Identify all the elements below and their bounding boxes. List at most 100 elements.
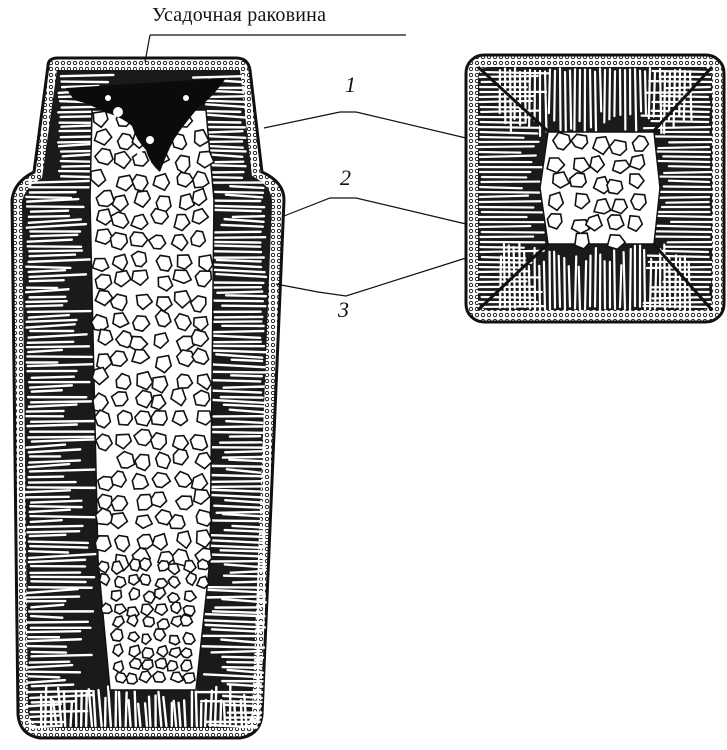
dendrite-streak xyxy=(690,71,691,120)
dendrite-streak xyxy=(27,424,76,426)
dendrite-streak xyxy=(193,76,243,77)
dendrite-streak xyxy=(648,256,709,257)
dendrite-streak xyxy=(58,142,94,143)
dendrite-streak xyxy=(30,662,69,663)
dendrite-streak xyxy=(525,71,526,123)
dendrite-streak xyxy=(205,700,206,726)
dendrite-streak xyxy=(504,244,505,307)
grain-cell xyxy=(155,658,167,668)
dendrite-streak xyxy=(509,245,510,309)
dendrite-streak xyxy=(32,652,66,653)
dendrite-streak xyxy=(575,256,576,308)
grain-cell xyxy=(171,602,181,614)
dendrite-streak xyxy=(519,243,520,307)
dendrite-streak xyxy=(480,247,524,248)
dendrite-streak xyxy=(595,248,596,307)
grain-cell xyxy=(135,455,150,471)
grain-cell xyxy=(608,215,624,230)
grain-cell xyxy=(115,576,126,587)
grain-cell xyxy=(118,411,133,426)
dendrite-streak xyxy=(27,631,80,632)
grain-cell xyxy=(196,510,211,526)
dendrite-streak xyxy=(26,301,66,302)
grain-cell xyxy=(93,259,109,272)
dendrite-streak xyxy=(645,71,646,113)
dendrite-streak xyxy=(210,691,212,726)
dendrite-streak xyxy=(204,481,262,482)
dendrite-streak xyxy=(480,132,537,133)
dendrite-streak xyxy=(564,258,565,309)
dendrite-streak xyxy=(212,651,260,652)
dendrite-streak xyxy=(481,122,524,123)
dendrite-streak xyxy=(29,482,76,483)
dendrite-streak xyxy=(233,216,264,217)
dendrite-streak xyxy=(674,70,675,127)
dendrite-streak xyxy=(656,161,709,162)
grain-cell xyxy=(126,673,137,684)
dendrite-streak xyxy=(28,311,91,312)
dendrite-streak xyxy=(29,587,92,588)
dendrite-streak xyxy=(29,676,59,677)
dendrite-streak xyxy=(135,687,136,726)
dendrite-streak xyxy=(480,187,522,188)
dendrite-streak xyxy=(658,147,708,148)
dendrite-streak xyxy=(565,72,566,133)
dendrite-streak xyxy=(215,192,263,193)
dendrite-streak xyxy=(149,697,150,726)
dendrite-streak xyxy=(32,377,74,378)
dendrite-streak xyxy=(600,69,601,112)
dendrite-streak xyxy=(61,125,92,126)
dendrite-streak xyxy=(28,526,83,527)
dendrite-streak xyxy=(654,71,655,117)
dendrite-streak xyxy=(213,611,260,613)
zone-2-label: 2 xyxy=(340,165,351,191)
dendrite-streak xyxy=(559,256,560,307)
dendrite-streak xyxy=(224,576,263,577)
ingot-cross-section xyxy=(466,55,724,322)
dendrite-streak xyxy=(650,259,651,309)
dendrite-streak xyxy=(241,700,242,726)
dendrite-streak xyxy=(656,226,710,227)
dendrite-streak xyxy=(30,516,97,517)
grain-cell xyxy=(181,615,193,626)
dendrite-streak xyxy=(590,256,591,307)
dendrite-streak xyxy=(545,71,546,131)
dendrite-streak xyxy=(554,71,555,121)
dendrite-streak xyxy=(217,292,262,293)
dendrite-streak xyxy=(31,655,91,656)
dendrite-streak xyxy=(630,249,631,309)
grain-cell xyxy=(198,559,209,569)
dendrite-streak xyxy=(510,70,511,133)
dendrite-streak xyxy=(30,297,66,298)
dendrite-streak xyxy=(126,692,127,726)
dendrite-streak xyxy=(231,375,262,376)
dendrite-streak xyxy=(71,702,72,726)
dendrite-streak xyxy=(226,295,266,296)
dendrite-streak xyxy=(61,75,113,76)
dendrite-streak xyxy=(664,172,711,173)
dendrite-streak xyxy=(679,70,680,116)
grain-cell xyxy=(197,411,212,425)
dendrite-streak xyxy=(28,246,81,247)
dendrite-streak xyxy=(595,72,596,137)
dendrite-streak xyxy=(614,251,615,309)
grain-cell xyxy=(183,673,195,683)
dendrite-streak xyxy=(647,136,711,137)
dendrite-streak xyxy=(206,237,265,238)
dendrite-streak xyxy=(479,192,544,193)
dendrite-streak xyxy=(529,266,530,308)
grain-cell xyxy=(167,661,177,671)
dendrite-streak xyxy=(222,306,265,307)
dendrite-streak xyxy=(31,235,77,236)
grain-cell xyxy=(142,660,153,670)
dendrite-streak xyxy=(86,693,87,726)
dendrite-streak xyxy=(184,700,185,726)
dendrite-streak xyxy=(569,266,570,306)
grain-cell xyxy=(607,180,623,194)
dendrite-streak xyxy=(213,372,266,373)
grain-cell xyxy=(130,559,140,571)
dendrite-streak xyxy=(524,252,525,307)
dendrite-streak xyxy=(500,256,501,307)
dendrite-streak xyxy=(560,69,561,130)
